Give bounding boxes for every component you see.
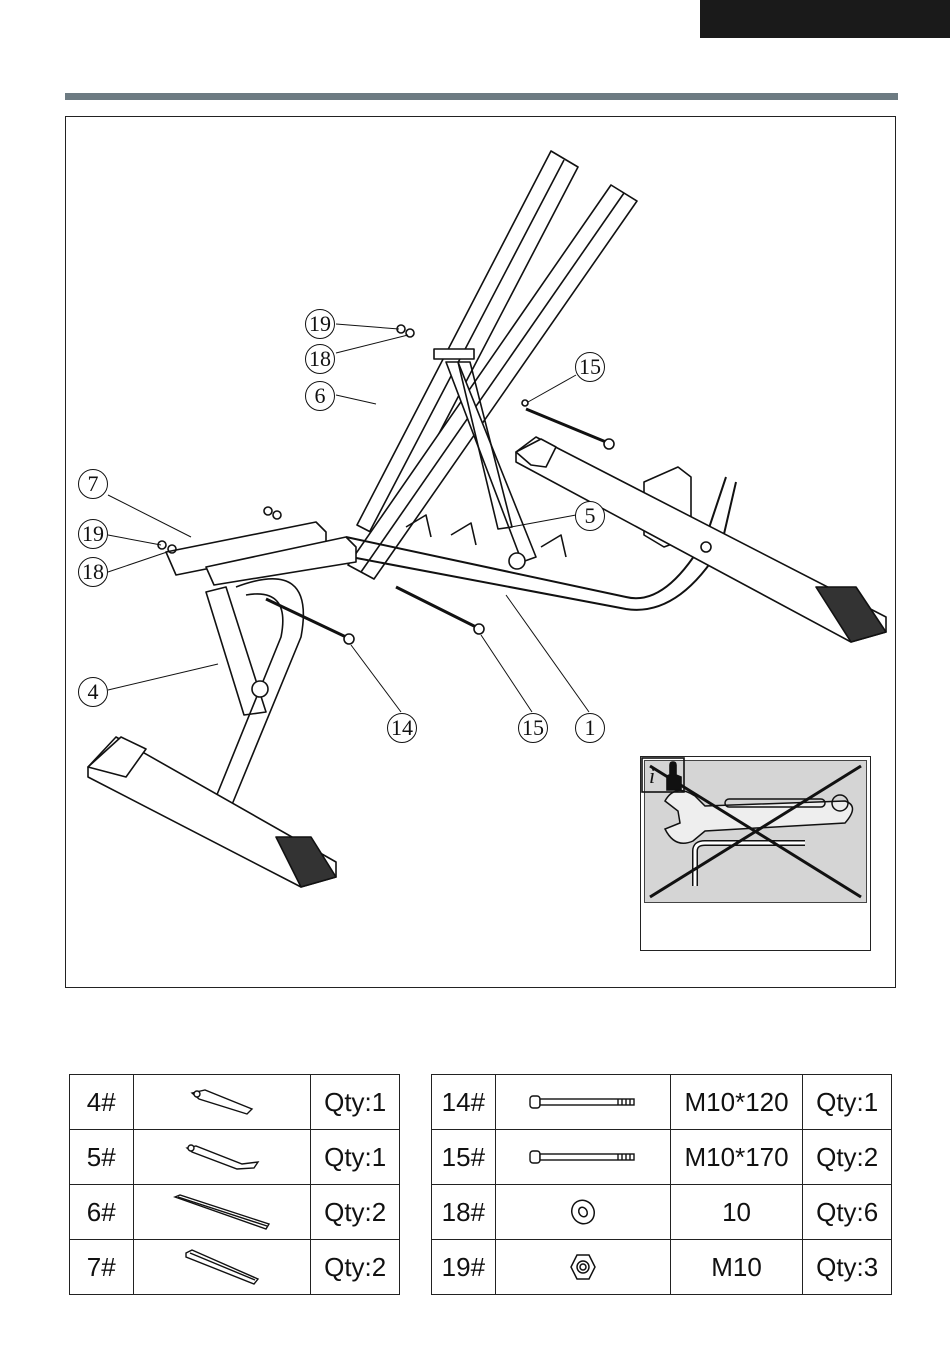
callout-4: 4 bbox=[78, 677, 108, 707]
bolt-icon bbox=[528, 1149, 638, 1165]
part-5-icon bbox=[182, 1142, 262, 1172]
part-number: 7# bbox=[70, 1240, 134, 1295]
callout-6: 6 bbox=[305, 381, 335, 411]
part-qty: Qty:2 bbox=[311, 1185, 400, 1240]
part-qty: Qty:2 bbox=[311, 1240, 400, 1295]
callout-19-top: 19 bbox=[305, 309, 335, 339]
part-number: 4# bbox=[70, 1075, 134, 1130]
part-4-icon bbox=[187, 1087, 257, 1117]
part-qty: Qty:1 bbox=[311, 1130, 400, 1185]
parts-table-left: 4# Qty:1 5# Qty:1 6# Qty:2 7# Qty:2 bbox=[69, 1074, 400, 1295]
part-qty: Qty:1 bbox=[311, 1075, 400, 1130]
table-row: 5# Qty:1 bbox=[70, 1130, 400, 1185]
callout-18-left: 18 bbox=[78, 557, 108, 587]
part-number: 5# bbox=[70, 1130, 134, 1185]
part-qty: Qty:6 bbox=[803, 1185, 892, 1240]
bolt-icon bbox=[528, 1094, 638, 1110]
table-row: 7# Qty:2 bbox=[70, 1240, 400, 1295]
parts-table-right: 14# M10*120 Qty:1 15# M10*170 Qty:2 18# … bbox=[431, 1074, 892, 1295]
callout-14: 14 bbox=[387, 713, 417, 743]
header-rule bbox=[65, 93, 898, 100]
part-spec: M10*120 bbox=[670, 1075, 803, 1130]
nut-icon bbox=[568, 1252, 598, 1282]
callout-19-left: 19 bbox=[78, 519, 108, 549]
table-row: 14# M10*120 Qty:1 bbox=[432, 1075, 892, 1130]
part-spec: 10 bbox=[670, 1185, 803, 1240]
table-row: 19# M10 Qty:3 bbox=[432, 1240, 892, 1295]
table-row: 6# Qty:2 bbox=[70, 1185, 400, 1240]
part-6-icon bbox=[172, 1192, 272, 1232]
table-row: 4# Qty:1 bbox=[70, 1075, 400, 1130]
washer-icon bbox=[568, 1197, 598, 1227]
part-number: 14# bbox=[432, 1075, 496, 1130]
part-number: 6# bbox=[70, 1185, 134, 1240]
part-7-icon bbox=[182, 1247, 262, 1287]
callout-5: 5 bbox=[575, 501, 605, 531]
table-row: 15# M10*170 Qty:2 bbox=[432, 1130, 892, 1185]
part-qty: Qty:3 bbox=[803, 1240, 892, 1295]
part-spec: M10 bbox=[670, 1240, 803, 1295]
part-qty: Qty:1 bbox=[803, 1075, 892, 1130]
part-qty: Qty:2 bbox=[803, 1130, 892, 1185]
info-manual-icon: i bbox=[641, 757, 685, 793]
callout-7: 7 bbox=[78, 469, 108, 499]
callout-1: 1 bbox=[575, 713, 605, 743]
callout-15-bottom: 15 bbox=[518, 713, 548, 743]
callout-15-top: 15 bbox=[575, 352, 605, 382]
svg-text:i: i bbox=[649, 763, 655, 788]
part-number: 18# bbox=[432, 1185, 496, 1240]
assembly-diagram: 19 18 6 15 7 19 18 5 4 14 15 1 i bbox=[65, 116, 896, 988]
callout-18-top: 18 bbox=[305, 344, 335, 374]
table-row: 18# 10 Qty:6 bbox=[432, 1185, 892, 1240]
part-spec: M10*170 bbox=[670, 1130, 803, 1185]
tool-note-panel: i bbox=[640, 756, 871, 951]
part-number: 19# bbox=[432, 1240, 496, 1295]
corner-tab bbox=[700, 0, 950, 38]
part-number: 15# bbox=[432, 1130, 496, 1185]
